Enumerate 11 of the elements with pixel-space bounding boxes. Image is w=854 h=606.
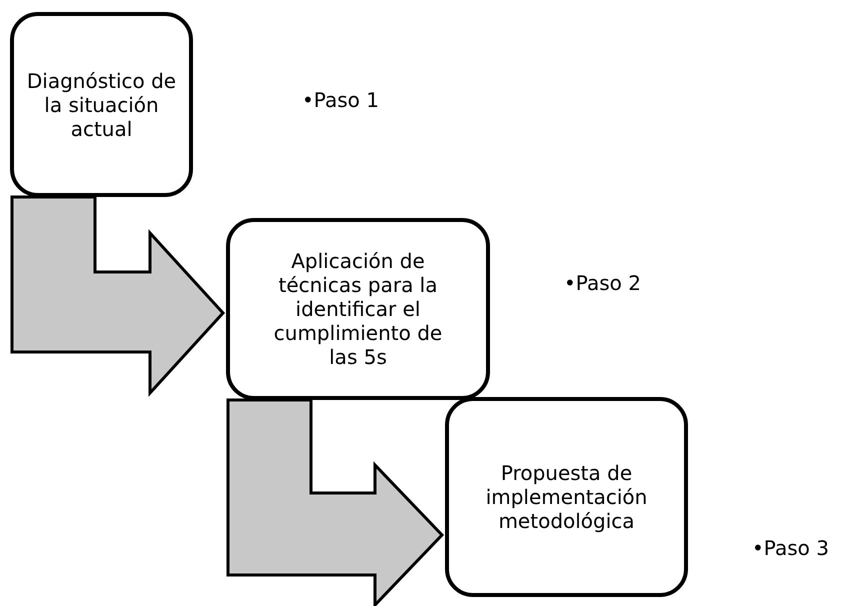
step-number-label: •Paso 2	[564, 271, 641, 295]
step-number-label: •Paso 1	[302, 88, 379, 112]
rounded-step-box	[226, 218, 490, 400]
rounded-step-box	[10, 12, 193, 197]
bent-block-arrow	[10, 196, 226, 397]
bent-block-arrow	[226, 398, 444, 606]
step-text: Aplicación de técnicas para la identificar el cumplimiento de las 5s	[272, 249, 444, 369]
step-text: Propuesta de implementación metodológica	[484, 461, 648, 533]
step-text: Diagnóstico de la situación actual	[26, 68, 176, 140]
step-number-label: •Paso 3	[752, 536, 829, 560]
rounded-step-box	[445, 397, 688, 597]
